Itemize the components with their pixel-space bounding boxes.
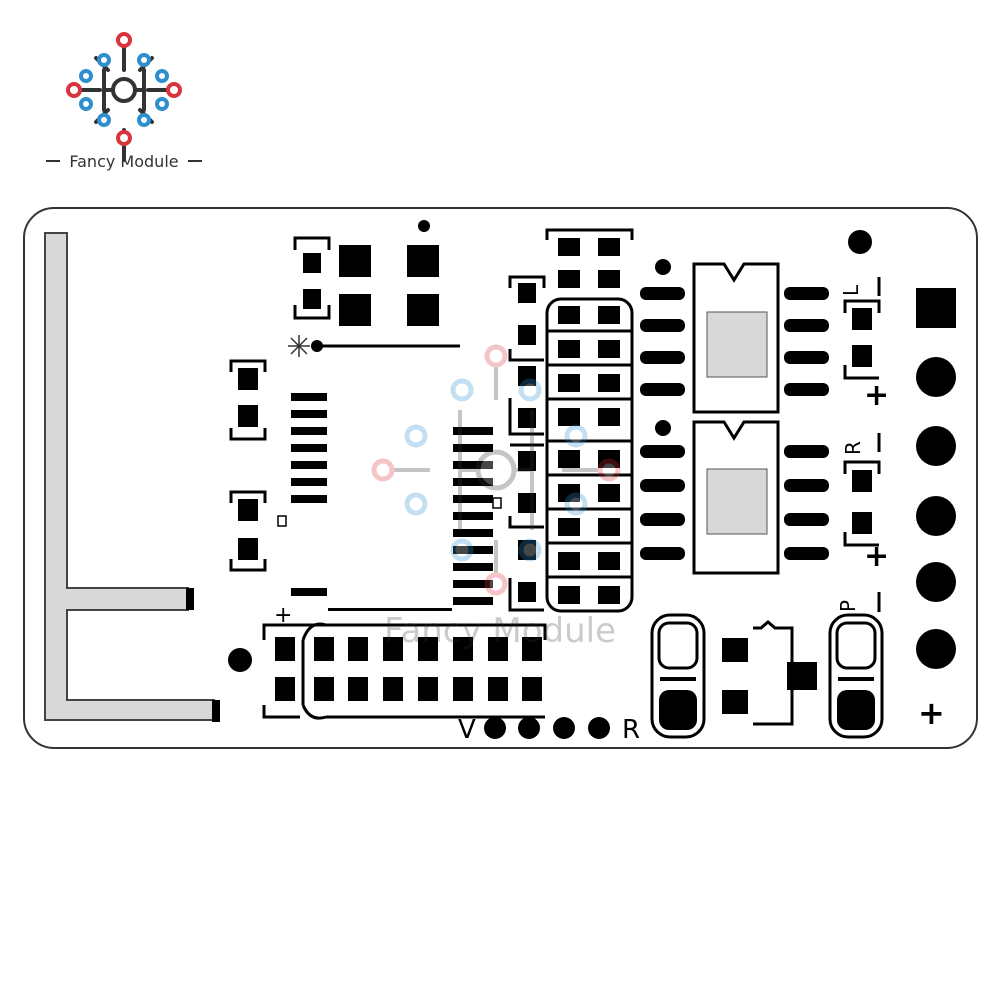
resistor-array: [545, 228, 634, 613]
dip-chip-top: [640, 259, 829, 414]
bottom-header: [262, 622, 547, 720]
dip-chip-bottom: [640, 420, 829, 575]
brand-name: Fancy Module: [69, 152, 178, 171]
v-label: V: [458, 715, 476, 745]
cap-plus-top: +: [864, 378, 889, 413]
antenna-trace-icon: [44, 232, 215, 721]
header-plus-label: +: [274, 603, 292, 628]
pin-header-right: [916, 288, 956, 669]
fancy-module-logo-icon: [46, 32, 202, 162]
electrolytic-capacitor-right: [828, 613, 884, 739]
pin-plus-label: +: [918, 694, 945, 732]
channel-label-p: P: [836, 600, 860, 612]
channel-label-l: L: [839, 284, 863, 296]
sot-transistor: [722, 620, 817, 726]
r-label: R: [622, 715, 640, 745]
electrolytic-capacitor-left: [650, 613, 706, 739]
circuit-node-icon: [371, 344, 621, 596]
smd-components: [238, 220, 439, 560]
watermark-text: Fancy Module: [384, 611, 616, 651]
ic-pads: [291, 393, 493, 611]
channel-label-r: R: [841, 441, 865, 455]
resistor-column-left: [518, 283, 536, 602]
vr-pads: [484, 717, 610, 739]
cap-plus-bottom: +: [864, 539, 889, 574]
star-marker-icon: [288, 335, 310, 357]
